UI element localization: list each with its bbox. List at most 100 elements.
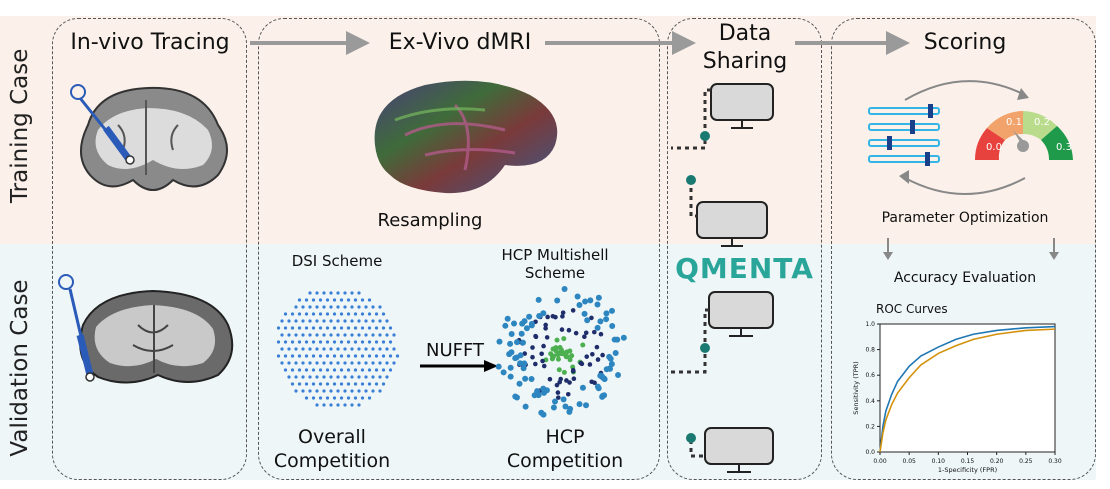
hcp-dot-87 [570, 308, 576, 313]
sharing-network [671, 83, 774, 473]
hcp-dot-116 [507, 364, 514, 371]
dsi-dot-101 [304, 340, 309, 344]
row-label-validation: Validation Case [7, 279, 33, 457]
hcp-dot-91 [594, 344, 600, 350]
dsi-dot-168 [297, 368, 302, 372]
monitor-icon-3 [708, 291, 774, 337]
dsi-dot-51 [308, 319, 312, 323]
hcp-dot-115 [615, 372, 622, 379]
dsi-dot-137 [318, 354, 323, 358]
dsi-dot-205 [346, 382, 351, 386]
dsi-dot-16 [353, 298, 358, 302]
hcp-dot-93 [560, 310, 566, 315]
hcp-dot-174 [526, 313, 533, 320]
hcp-dot-166 [507, 373, 514, 380]
dsi-dot-227 [325, 396, 330, 400]
hcp-dot-132 [551, 398, 558, 405]
hcp-dot-85 [583, 330, 589, 336]
hcp-dot-77 [595, 357, 601, 362]
y-tick-label-0: 0.0 [865, 449, 875, 456]
dsi-dot-15 [346, 298, 351, 302]
dsi-dot-120 [322, 347, 326, 351]
hcp-dot-177 [535, 296, 542, 303]
dsi-dot-114 [280, 347, 284, 351]
dsi-dot-4 [336, 291, 340, 295]
y-tick-label-1: 0.2 [865, 423, 875, 430]
hcp-dot-61 [554, 382, 560, 388]
hcp-dot-137 [599, 393, 606, 400]
dsi-scheme-label: DSI Scheme [291, 252, 383, 270]
hcp-dot-181 [506, 351, 513, 358]
dsi-dot-23 [322, 305, 326, 309]
dsi-dot-71 [332, 326, 337, 330]
roc-series-1 [879, 328, 1056, 453]
hcp-dot-128 [576, 302, 583, 309]
dsi-dot-218 [343, 389, 347, 393]
hcp-dot-72 [553, 314, 558, 320]
x-tick-label-3: 0.15 [961, 458, 975, 465]
scoring-panel [831, 18, 1096, 480]
dsi-dot-221 [364, 389, 368, 393]
dsi-dot-172 [325, 368, 330, 372]
hcp-dot-69 [600, 352, 605, 358]
dsi-dot-201 [318, 382, 323, 386]
dsi-dot-217 [336, 389, 340, 393]
dsi-dot-166 [283, 368, 288, 372]
dsi-dot-235 [322, 403, 326, 407]
dsi-dot-26 [343, 305, 347, 309]
dsi-dot-150 [287, 361, 291, 365]
dsi-dot-119 [315, 347, 319, 351]
hcp-dot-148 [500, 369, 507, 376]
y-tick-label-4: 0.8 [865, 347, 875, 354]
dsi-dot-61 [378, 319, 382, 323]
dsi-dot-92 [364, 333, 368, 337]
dsi-dot-163 [378, 361, 382, 365]
dsi-dot-93 [371, 333, 375, 337]
hcp-dot-36 [555, 390, 561, 395]
dsi-dot-52 [315, 319, 319, 323]
dsi-dot-126 [364, 347, 368, 351]
dsi-dot-200 [311, 382, 316, 386]
dsi-dot-25 [336, 305, 340, 309]
dsi-dot-28 [357, 305, 361, 309]
dsi-dot-85 [315, 333, 319, 337]
dsi-dot-139 [332, 354, 337, 358]
dsi-dot-149 [280, 361, 284, 365]
hcp-dot-149 [520, 365, 527, 372]
hcp-dot-97 [495, 363, 502, 370]
dsi-dot-1 [315, 291, 319, 295]
dsi-dot-219 [350, 389, 354, 393]
dsi-dot-83 [301, 333, 305, 337]
hcp-dot-146 [513, 394, 520, 401]
dsi-dot-14 [339, 298, 344, 302]
dsi-dot-111 [374, 340, 379, 344]
hcp-dot-147 [561, 285, 568, 292]
dsi-dot-140 [339, 354, 344, 358]
dsi-dot-164 [385, 361, 389, 365]
dsi-dot-124 [350, 347, 354, 351]
hcp-dot-52 [584, 354, 590, 359]
dsi-dot-134 [297, 354, 302, 358]
hcp-dot-167 [620, 334, 627, 341]
dsi-dot-5 [343, 291, 347, 295]
dsi-dot-63 [276, 326, 281, 330]
dsi-dot-49 [294, 319, 298, 323]
hcp-dot-110 [603, 316, 610, 323]
dsi-dot-103 [318, 340, 323, 344]
hcp-dot-73 [557, 379, 562, 385]
dsi-dot-47 [280, 319, 284, 323]
dsi-dot-31 [378, 305, 382, 309]
brain-coronal-validation-image [58, 274, 234, 384]
hcp-dot-33 [551, 353, 557, 359]
hcp-dot-180 [603, 366, 610, 373]
gauge-icon [974, 111, 1073, 160]
parameter-optimization-label: Parameter Optimization [881, 210, 1049, 226]
dsi-dot-10 [311, 298, 316, 302]
hcp-dot-63 [564, 378, 569, 383]
dsi-dot-158 [343, 361, 347, 365]
dsi-dot-67 [304, 326, 309, 330]
dsi-dot-91 [357, 333, 361, 337]
dsi-dot-24 [329, 305, 333, 309]
x-axis-label: 1-Specificity (FPR) [938, 466, 997, 474]
dsi-dot-32 [283, 312, 288, 316]
